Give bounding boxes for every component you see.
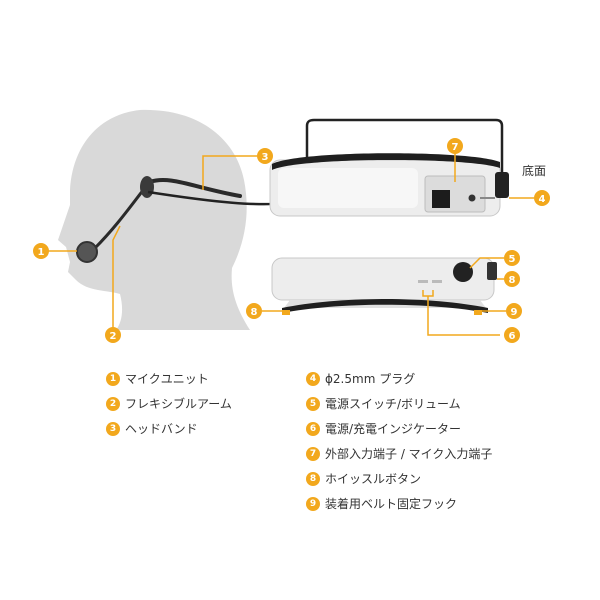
legend-text-5: 電源スイッチ/ボリューム bbox=[325, 397, 461, 411]
callout-4: 4 bbox=[534, 190, 550, 206]
headband bbox=[148, 178, 242, 198]
svg-text:5: 5 bbox=[509, 254, 516, 265]
legend-item-8: 8 ホイッスルボタン bbox=[306, 470, 421, 487]
legend-badge-2: 2 bbox=[106, 396, 120, 411]
bottom-face-label: 底面 bbox=[522, 163, 546, 178]
callout-6: 6 bbox=[504, 327, 520, 343]
callout-3: 3 bbox=[257, 148, 273, 164]
legend-item-7: 7 外部入力端子 / マイク入力端子 bbox=[306, 445, 492, 462]
legend-badge-3: 3 bbox=[106, 421, 120, 436]
legend-text-1: マイクユニット bbox=[125, 372, 209, 386]
ear-piece bbox=[140, 176, 154, 198]
svg-text:8: 8 bbox=[509, 275, 516, 286]
callout-2: 2 bbox=[105, 327, 121, 343]
legend-item-1: 1 マイクユニット bbox=[106, 370, 209, 387]
svg-text:1: 1 bbox=[38, 247, 45, 258]
callout-5: 5 bbox=[504, 250, 520, 266]
legend-text-3: ヘッドバンド bbox=[125, 422, 198, 436]
legend-text-6: 電源/充電インジケーター bbox=[325, 422, 462, 436]
legend-text-8: ホイッスルボタン bbox=[325, 472, 422, 486]
svg-text:6: 6 bbox=[509, 331, 516, 342]
legend-badge-5: 5 bbox=[306, 396, 320, 411]
legend-item-3: 3 ヘッドバンド bbox=[106, 420, 198, 437]
svg-text:4: 4 bbox=[539, 194, 546, 205]
callout-8-left: 8 bbox=[246, 303, 262, 319]
legend-text-7: 外部入力端子 / マイク入力端子 bbox=[325, 447, 493, 461]
legend-badge-9: 9 bbox=[306, 496, 320, 511]
callout-1: 1 bbox=[33, 243, 49, 259]
device-side-view bbox=[271, 257, 497, 315]
headset-cable bbox=[147, 118, 504, 206]
legend-badge-1: 1 bbox=[106, 371, 120, 386]
legend-text-4: ϕ2.5mm プラグ bbox=[325, 372, 416, 386]
legend-badge-6: 6 bbox=[306, 421, 320, 436]
svg-text:8: 8 bbox=[251, 307, 258, 318]
svg-text:7: 7 bbox=[452, 142, 459, 153]
legend-item-5: 5 電源スイッチ/ボリューム bbox=[306, 395, 461, 412]
legend-item-9: 9 装着用ベルト固定フック bbox=[306, 495, 457, 512]
legend-text-2: フレキシブルアーム bbox=[125, 397, 232, 411]
svg-text:3: 3 bbox=[262, 152, 269, 163]
legend-text-9: 装着用ベルト固定フック bbox=[325, 497, 458, 511]
callout-8-right: 8 bbox=[504, 271, 520, 287]
legend-item-4: 4 ϕ2.5mm プラグ bbox=[306, 370, 415, 387]
mic-unit bbox=[76, 241, 98, 263]
legend-badge-7: 7 bbox=[306, 446, 320, 461]
legend-badge-4: 4 bbox=[306, 371, 320, 386]
device-top-view bbox=[269, 153, 509, 217]
callout-9: 9 bbox=[506, 303, 522, 319]
legend-badge-8: 8 bbox=[306, 471, 320, 486]
svg-text:2: 2 bbox=[110, 331, 117, 342]
callout-7: 7 bbox=[447, 138, 463, 154]
head-silhouette bbox=[58, 109, 250, 330]
svg-text:9: 9 bbox=[511, 307, 518, 318]
legend-item-6: 6 電源/充電インジケーター bbox=[306, 420, 461, 437]
legend-item-2: 2 フレキシブルアーム bbox=[106, 395, 232, 412]
leader-lines bbox=[48, 152, 534, 336]
